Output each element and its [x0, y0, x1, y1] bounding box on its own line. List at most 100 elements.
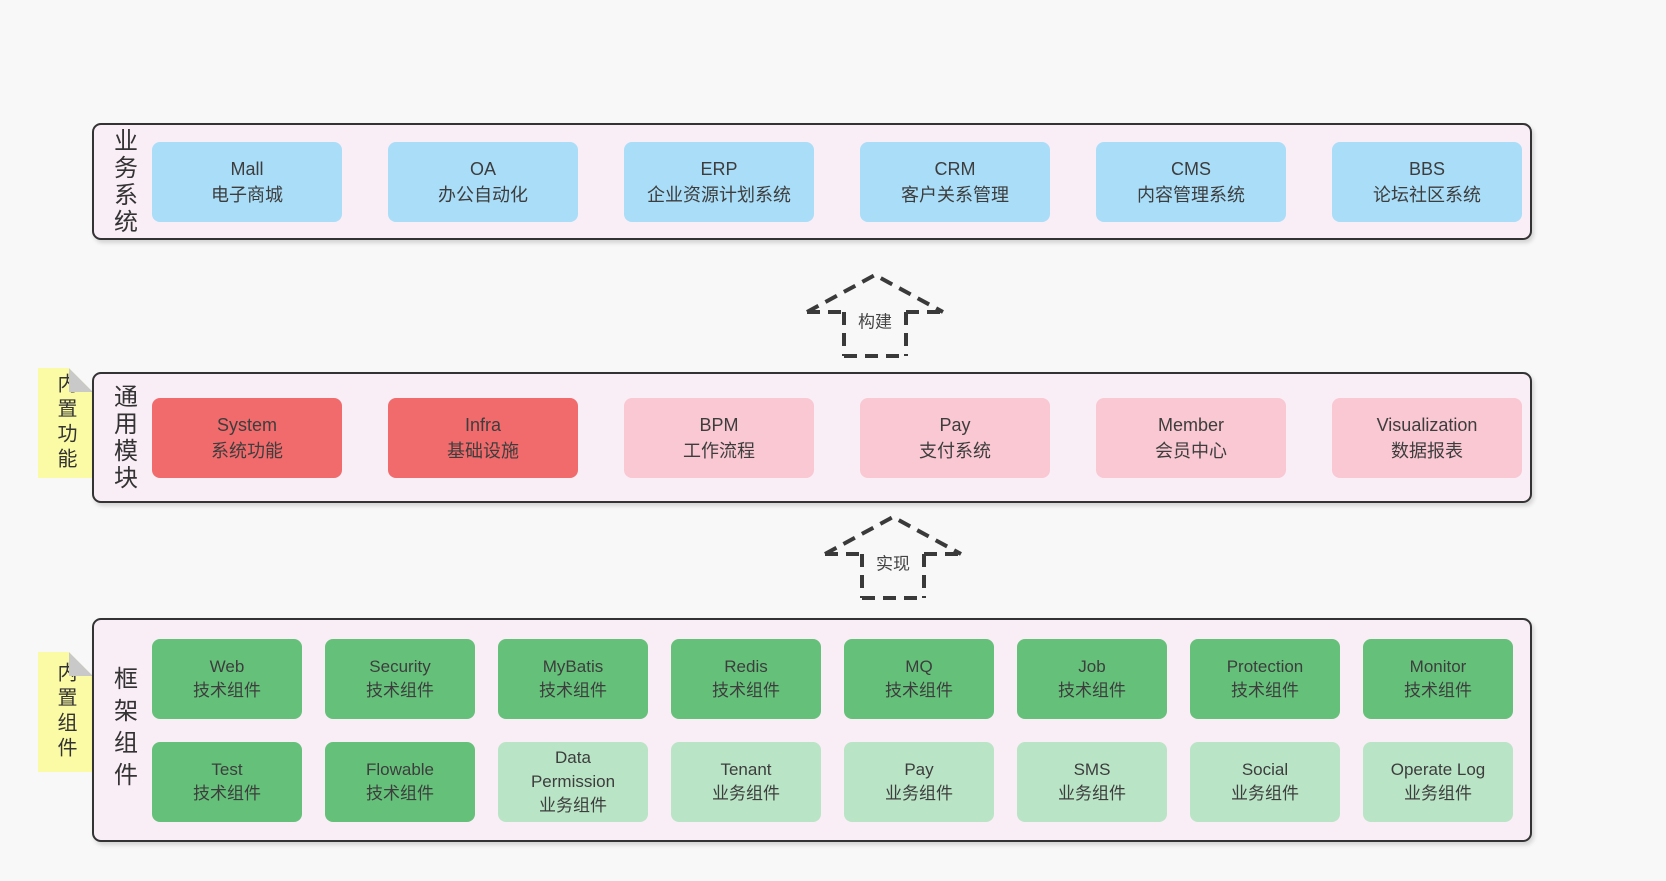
- box-subtitle: 技术组件: [366, 783, 434, 803]
- box-member: Member 会员中心: [1096, 397, 1286, 478]
- box-oa: OA 办公自动化: [388, 141, 578, 222]
- box-title: Pay: [939, 414, 971, 435]
- box-erp: ERP 企业资源计划系统: [624, 141, 814, 222]
- box-pay-business: Pay 业务组件: [844, 741, 994, 822]
- box-subtitle: 业务组件: [1404, 783, 1472, 803]
- business-components-row: Test 技术组件 Flowable 技术组件 Data Permission …: [152, 741, 1516, 822]
- framework-grid: Web 技术组件 Security 技术组件 MyBatis 技术组件 Redi…: [152, 620, 1530, 840]
- note-text: 内置功能: [54, 373, 76, 473]
- box-title: Data Permission: [530, 747, 616, 791]
- box-security: Security 技术组件: [325, 638, 475, 719]
- box-monitor: Monitor 技术组件: [1363, 638, 1513, 719]
- box-subtitle: 技术组件: [539, 680, 607, 700]
- box-subtitle: 技术组件: [885, 680, 953, 700]
- box-subtitle: 支付系统: [919, 440, 991, 461]
- arrow-build: 构建: [805, 271, 945, 359]
- box-system: System 系统功能: [152, 397, 342, 478]
- box-title: Test: [211, 759, 243, 779]
- box-title: Web: [209, 656, 245, 676]
- box-protection: Protection 技术组件: [1190, 638, 1340, 719]
- box-subtitle: 系统功能: [211, 440, 283, 461]
- box-title: CRM: [934, 158, 976, 179]
- box-subtitle: 会员中心: [1155, 440, 1227, 461]
- box-test: Test 技术组件: [152, 741, 302, 822]
- business-boxes-row: Mall 电子商城 OA 办公自动化 ERP 企业资源计划系统 CRM 客户关系…: [152, 125, 1534, 238]
- box-tenant: Tenant 业务组件: [671, 741, 821, 822]
- box-title: SMS: [1073, 759, 1111, 779]
- box-subtitle: 业务组件: [1058, 783, 1126, 803]
- box-title: Security: [369, 656, 431, 676]
- box-subtitle: 技术组件: [1404, 680, 1472, 700]
- layer-common-modules: 通用模块 System 系统功能 Infra 基础设施 BPM 工作流程 Pay…: [92, 372, 1532, 503]
- box-subtitle: 技术组件: [1058, 680, 1126, 700]
- box-operate-log: Operate Log 业务组件: [1363, 741, 1513, 822]
- box-mq: MQ 技术组件: [844, 638, 994, 719]
- box-title: Flowable: [365, 759, 435, 779]
- box-sms: SMS 业务组件: [1017, 741, 1167, 822]
- note-fold-icon: [69, 368, 93, 392]
- box-title: MQ: [905, 656, 933, 676]
- box-title: System: [216, 414, 277, 435]
- box-title: Social: [1241, 759, 1289, 779]
- box-subtitle: 内容管理系统: [1137, 184, 1245, 205]
- layer-label: 通用模块: [109, 383, 137, 492]
- box-subtitle: 技术组件: [712, 680, 780, 700]
- box-pay: Pay 支付系统: [860, 397, 1050, 478]
- box-title: Operate Log: [1390, 759, 1486, 779]
- box-bbs: BBS 论坛社区系统: [1332, 141, 1522, 222]
- note-text: 内置组件: [54, 662, 76, 762]
- box-subtitle: 客户关系管理: [901, 184, 1009, 205]
- box-title: Member: [1157, 414, 1224, 435]
- box-subtitle: 技术组件: [1231, 680, 1299, 700]
- box-subtitle: 企业资源计划系统: [647, 184, 791, 205]
- box-subtitle: 基础设施: [447, 440, 519, 461]
- box-web: Web 技术组件: [152, 638, 302, 719]
- box-title: BPM: [699, 414, 739, 435]
- box-data-permission: Data Permission 业务组件: [498, 741, 648, 822]
- box-subtitle: 业务组件: [712, 783, 780, 803]
- box-subtitle: 业务组件: [1231, 783, 1299, 803]
- box-mybatis: MyBatis 技术组件: [498, 638, 648, 719]
- box-subtitle: 技术组件: [193, 783, 261, 803]
- arrow-label: 实现: [873, 549, 913, 575]
- box-title: Infra: [464, 414, 502, 435]
- sticky-note-builtin-features: 内置功能: [38, 368, 93, 478]
- box-cms: CMS 内容管理系统: [1096, 141, 1286, 222]
- box-title: Pay: [904, 759, 934, 779]
- box-bpm: BPM 工作流程: [624, 397, 814, 478]
- box-subtitle: 办公自动化: [438, 184, 528, 205]
- layer-framework-components: 框架组件 Web 技术组件 Security 技术组件 MyBatis 技术组件…: [92, 618, 1532, 842]
- dashed-up-arrow-icon: [824, 514, 962, 600]
- box-subtitle: 工作流程: [683, 440, 755, 461]
- layer-label: 框架组件: [109, 666, 137, 794]
- box-title: Mall: [230, 158, 264, 179]
- common-boxes-row: System 系统功能 Infra 基础设施 BPM 工作流程 Pay 支付系统…: [152, 374, 1534, 501]
- dashed-up-arrow-icon: [806, 272, 944, 358]
- box-social: Social 业务组件: [1190, 741, 1340, 822]
- box-flowable: Flowable 技术组件: [325, 741, 475, 822]
- box-title: Redis: [724, 656, 768, 676]
- box-title: Visualization: [1376, 414, 1478, 435]
- box-title: Tenant: [720, 759, 772, 779]
- arrow-label: 构建: [855, 307, 895, 333]
- arrow-implement: 实现: [823, 513, 963, 601]
- box-visualization: Visualization 数据报表: [1332, 397, 1522, 478]
- box-title: CMS: [1171, 158, 1211, 179]
- box-subtitle: 技术组件: [366, 680, 434, 700]
- box-title: Monitor: [1409, 656, 1467, 676]
- tech-components-row: Web 技术组件 Security 技术组件 MyBatis 技术组件 Redi…: [152, 638, 1516, 719]
- box-subtitle: 业务组件: [539, 795, 607, 815]
- box-crm: CRM 客户关系管理: [860, 141, 1050, 222]
- box-job: Job 技术组件: [1017, 638, 1167, 719]
- box-title: OA: [469, 158, 496, 179]
- box-subtitle: 数据报表: [1391, 440, 1463, 461]
- box-mall: Mall 电子商城: [152, 141, 342, 222]
- box-redis: Redis 技术组件: [671, 638, 821, 719]
- box-title: BBS: [1408, 158, 1446, 179]
- box-subtitle: 电子商城: [211, 184, 283, 205]
- layer-business-systems: 业务系统 Mall 电子商城 OA 办公自动化 ERP 企业资源计划系统 CRM…: [92, 123, 1532, 240]
- box-title: Job: [1078, 656, 1106, 676]
- box-title: MyBatis: [542, 656, 604, 676]
- box-subtitle: 业务组件: [885, 783, 953, 803]
